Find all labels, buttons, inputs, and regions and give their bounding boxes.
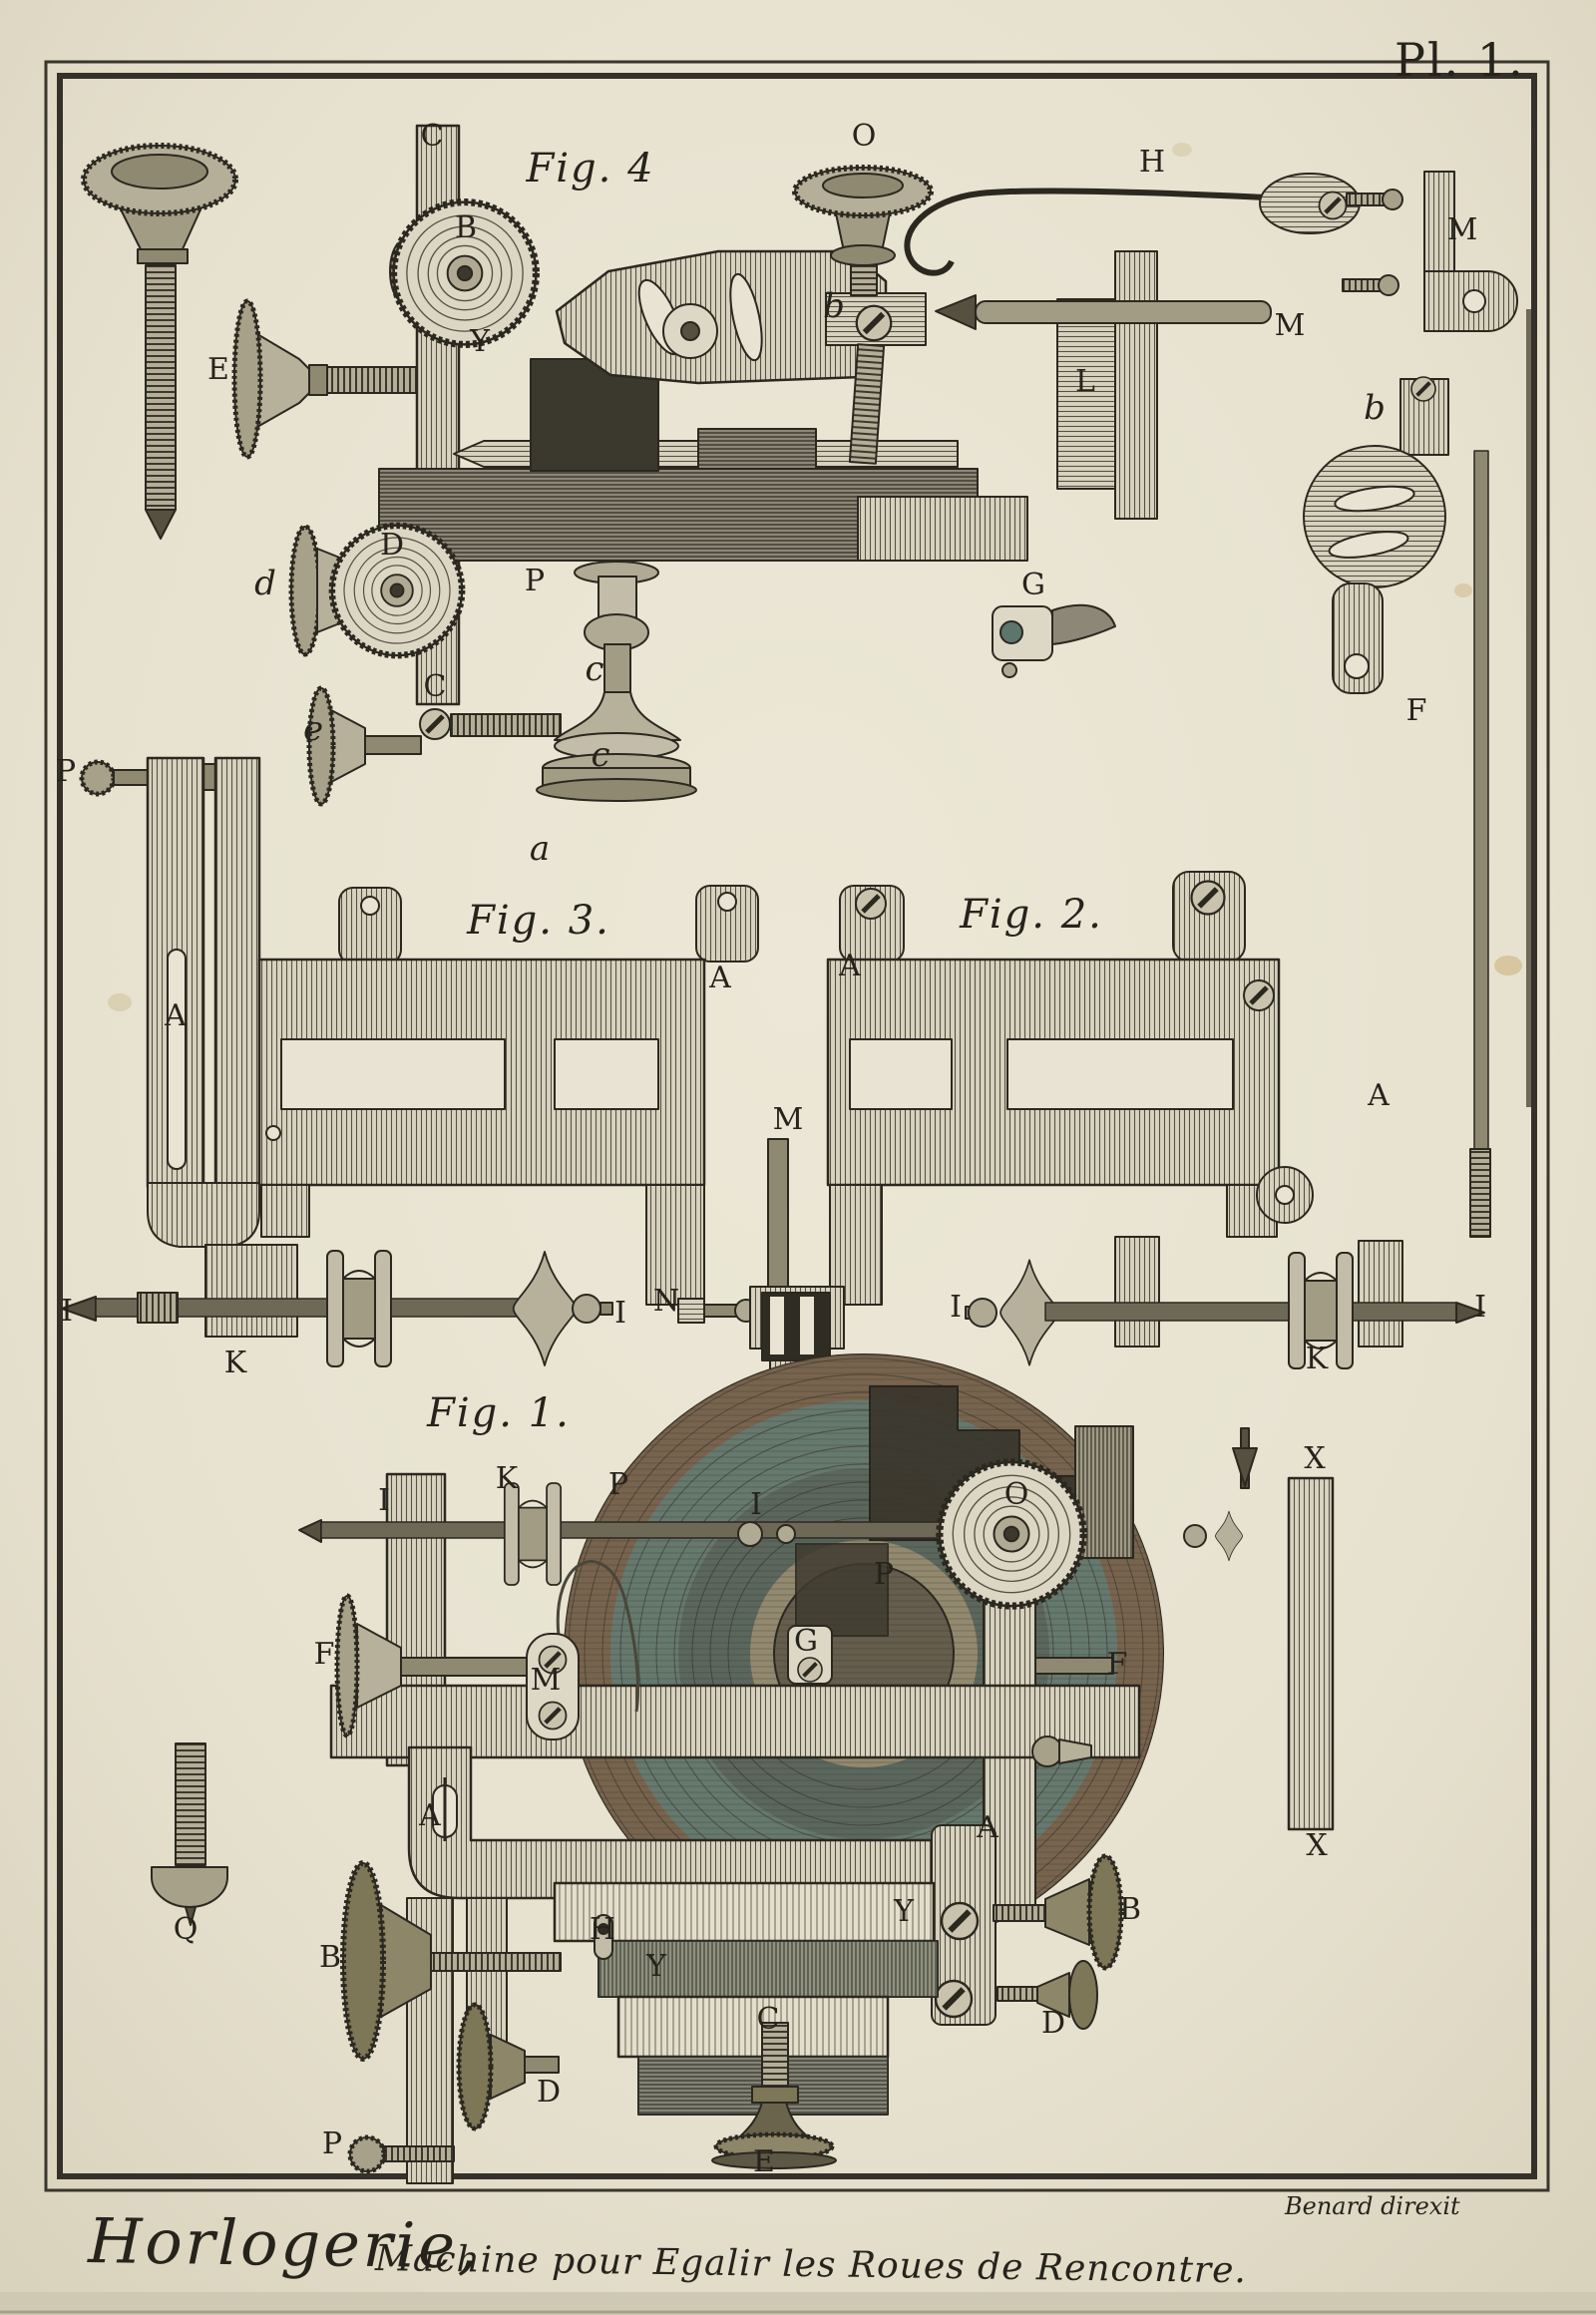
part-label: E [753, 2144, 775, 2179]
part-label: P [608, 1467, 628, 1502]
plate-title: Horlogerie, [87, 2204, 481, 2283]
part-label: K [1306, 1342, 1329, 1376]
part-label: Y [893, 1894, 915, 1929]
part-label: c [585, 649, 603, 689]
part-label: B [319, 1940, 341, 1975]
part-label: E [207, 352, 229, 387]
part-label: b [1364, 388, 1386, 428]
part-label: X [1306, 1828, 1328, 1863]
part-label: d [254, 564, 276, 603]
part-label: F [1406, 693, 1427, 728]
fig4-drawing [81, 124, 1531, 1238]
part-label: D [380, 528, 404, 563]
part-label: O [1004, 1477, 1029, 1512]
part-label: K [224, 1346, 247, 1380]
figure-captions: Fig. 4 Fig. 3. Fig. 2. Fig. 1. [426, 146, 1103, 1436]
part-label: D [1041, 2006, 1065, 2041]
part-label: I [61, 1294, 73, 1329]
part-label: A [418, 1798, 441, 1833]
part-label: I [1474, 1290, 1486, 1325]
part-label: I [750, 1487, 762, 1522]
part-label: M [531, 1663, 562, 1698]
part-label: G [1021, 568, 1045, 602]
part-label: b [823, 286, 845, 326]
part-label: F [314, 1637, 335, 1672]
part-label: H [590, 1912, 615, 1947]
part-label: O [852, 119, 877, 154]
page-bottom-edge [0, 2292, 1596, 2315]
engraving-artwork [61, 124, 1531, 2184]
figure-caption: Fig. 3. [466, 898, 610, 944]
part-label: A [976, 1810, 998, 1845]
part-label: M [1275, 308, 1306, 343]
part-label: L [1075, 364, 1095, 399]
plate-frame [44, 60, 1550, 2192]
part-label: e [303, 709, 323, 749]
part-label: K [496, 1461, 519, 1496]
part-label: A [838, 949, 861, 983]
part-label: I [614, 1296, 626, 1331]
plate-number: Pl. 1. [1395, 33, 1525, 87]
part-label: H [1139, 145, 1165, 180]
part-label: B [455, 210, 477, 245]
part-label: N [653, 1284, 679, 1319]
part-label: Y [469, 324, 491, 359]
part-label: C [424, 669, 447, 704]
part-label: c [591, 735, 609, 775]
part-label: G [794, 1624, 818, 1659]
part-label: C [757, 2002, 780, 2037]
part-label: P [874, 1557, 894, 1592]
fig3-fig2-drawing [61, 756, 1485, 1449]
figure-caption: Fig. 4 [525, 146, 654, 192]
figure-caption: Fig. 2. [959, 892, 1103, 938]
part-label: a [530, 829, 550, 869]
engraver-credit: Benard direxit [1284, 2192, 1460, 2220]
part-label: A [1367, 1078, 1390, 1113]
part-label: P [56, 754, 76, 789]
part-label: I [950, 1290, 962, 1325]
part-label: P [525, 564, 545, 598]
part-label: X [1304, 1441, 1326, 1476]
fig1-drawing [151, 1353, 1335, 2184]
part-label: F [1107, 1647, 1128, 1682]
part-label: B [1119, 1892, 1141, 1927]
part-label: A [164, 998, 187, 1033]
part-label: C [421, 119, 444, 154]
part-label: M [773, 1102, 804, 1137]
figure-caption: Fig. 1. [426, 1390, 571, 1436]
paper-stains [108, 143, 1522, 1011]
part-label: Y [645, 1949, 667, 1984]
part-label: A [708, 961, 731, 995]
part-label: Q [174, 1912, 199, 1947]
part-label: M [1447, 212, 1478, 247]
part-label: P [322, 2126, 342, 2161]
part-label: D [537, 2075, 561, 2110]
part-label: I [378, 1483, 390, 1518]
